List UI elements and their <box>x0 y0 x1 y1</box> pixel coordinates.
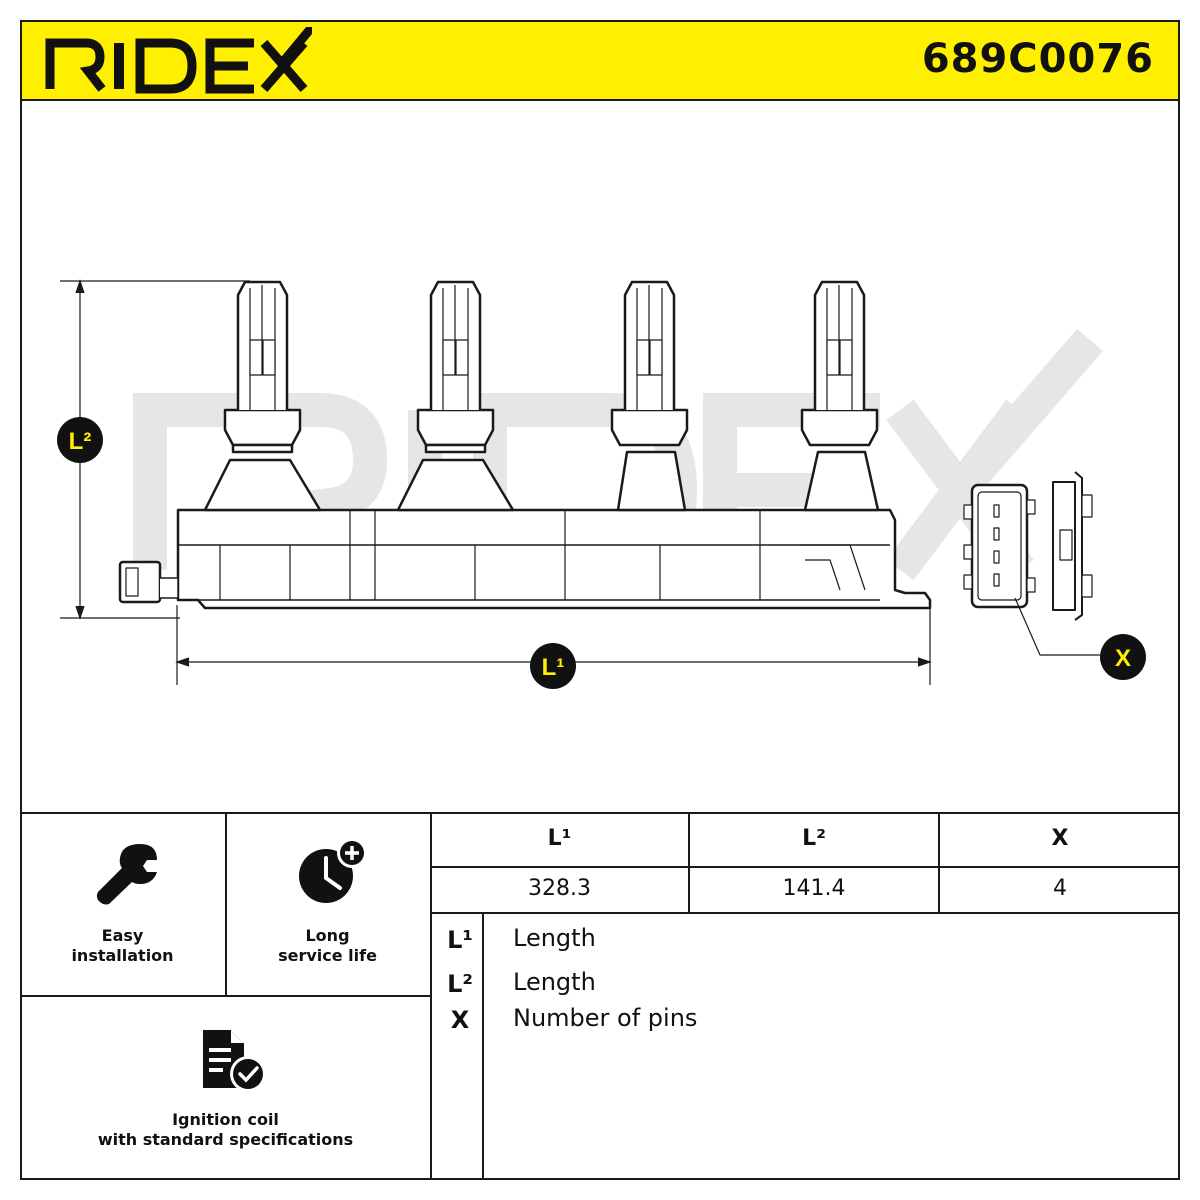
svg-text:L¹: L¹ <box>542 654 565 681</box>
coil-towers <box>203 280 880 512</box>
l2-marker: L² <box>57 417 103 463</box>
legend-text-l2: Length <box>513 968 596 996</box>
feature-label-line1: Easy <box>101 926 144 945</box>
feature-divider-horizontal <box>20 995 431 997</box>
feature-divider-vertical <box>225 813 227 996</box>
table-col-divider-2 <box>938 813 940 913</box>
table-header-x: X <box>1051 826 1069 851</box>
table-value-l2: 141.4 <box>782 876 846 901</box>
features-table-divider <box>430 813 432 1180</box>
x-marker: X <box>1100 634 1146 680</box>
feature-label-line2: with standard specifications <box>97 1130 354 1149</box>
table-value-l1: 328.3 <box>528 876 591 901</box>
feature-label-line1: Long <box>305 926 350 945</box>
technical-drawing: L² L¹ <box>57 279 1146 689</box>
feature-label-line2: service life <box>278 946 377 965</box>
feature-label-line2: installation <box>71 946 174 965</box>
tower-1 <box>203 280 322 512</box>
feature-label-line1: Ignition coil <box>172 1110 279 1129</box>
tower-2 <box>396 280 515 512</box>
l1-marker: L¹ <box>530 643 576 689</box>
feature-standard-specs: Ignition coil with standard specificatio… <box>20 1110 431 1150</box>
legend-symbol-l1: L¹ <box>447 926 473 954</box>
connector-detail <box>963 471 1100 656</box>
table-col-divider-1 <box>688 813 690 913</box>
legend-text-l1: Length <box>513 924 596 952</box>
wrench-icon <box>96 844 157 905</box>
coil-pack <box>118 508 932 610</box>
feature-long-service-life: Long service life <box>225 926 430 966</box>
table-value-x: 4 <box>1053 876 1067 901</box>
legend-symbol-l2: L² <box>447 970 473 998</box>
legend-symbol-x: X <box>450 1006 470 1034</box>
table-bottom-divider <box>431 912 1180 914</box>
document-check-icon <box>203 1030 266 1092</box>
tower-3 <box>610 280 689 512</box>
header-bar: 689C0076 <box>20 20 1180 101</box>
table-header-divider <box>431 866 1180 868</box>
drawing-divider <box>20 812 1180 814</box>
legend-divider <box>482 913 484 1180</box>
part-number: 689C0076 <box>921 36 1154 82</box>
svg-text:X: X <box>1115 645 1131 672</box>
brand-logo <box>45 27 312 94</box>
legend-text-x: Number of pins <box>513 1004 698 1032</box>
feature-easy-installation: Easy installation <box>20 926 225 966</box>
svg-text:L²: L² <box>69 428 92 455</box>
table-header-l2: L² <box>802 826 826 851</box>
clock-plus-icon <box>299 838 367 903</box>
tower-4 <box>800 280 880 512</box>
table-header-l1: L¹ <box>547 826 572 851</box>
